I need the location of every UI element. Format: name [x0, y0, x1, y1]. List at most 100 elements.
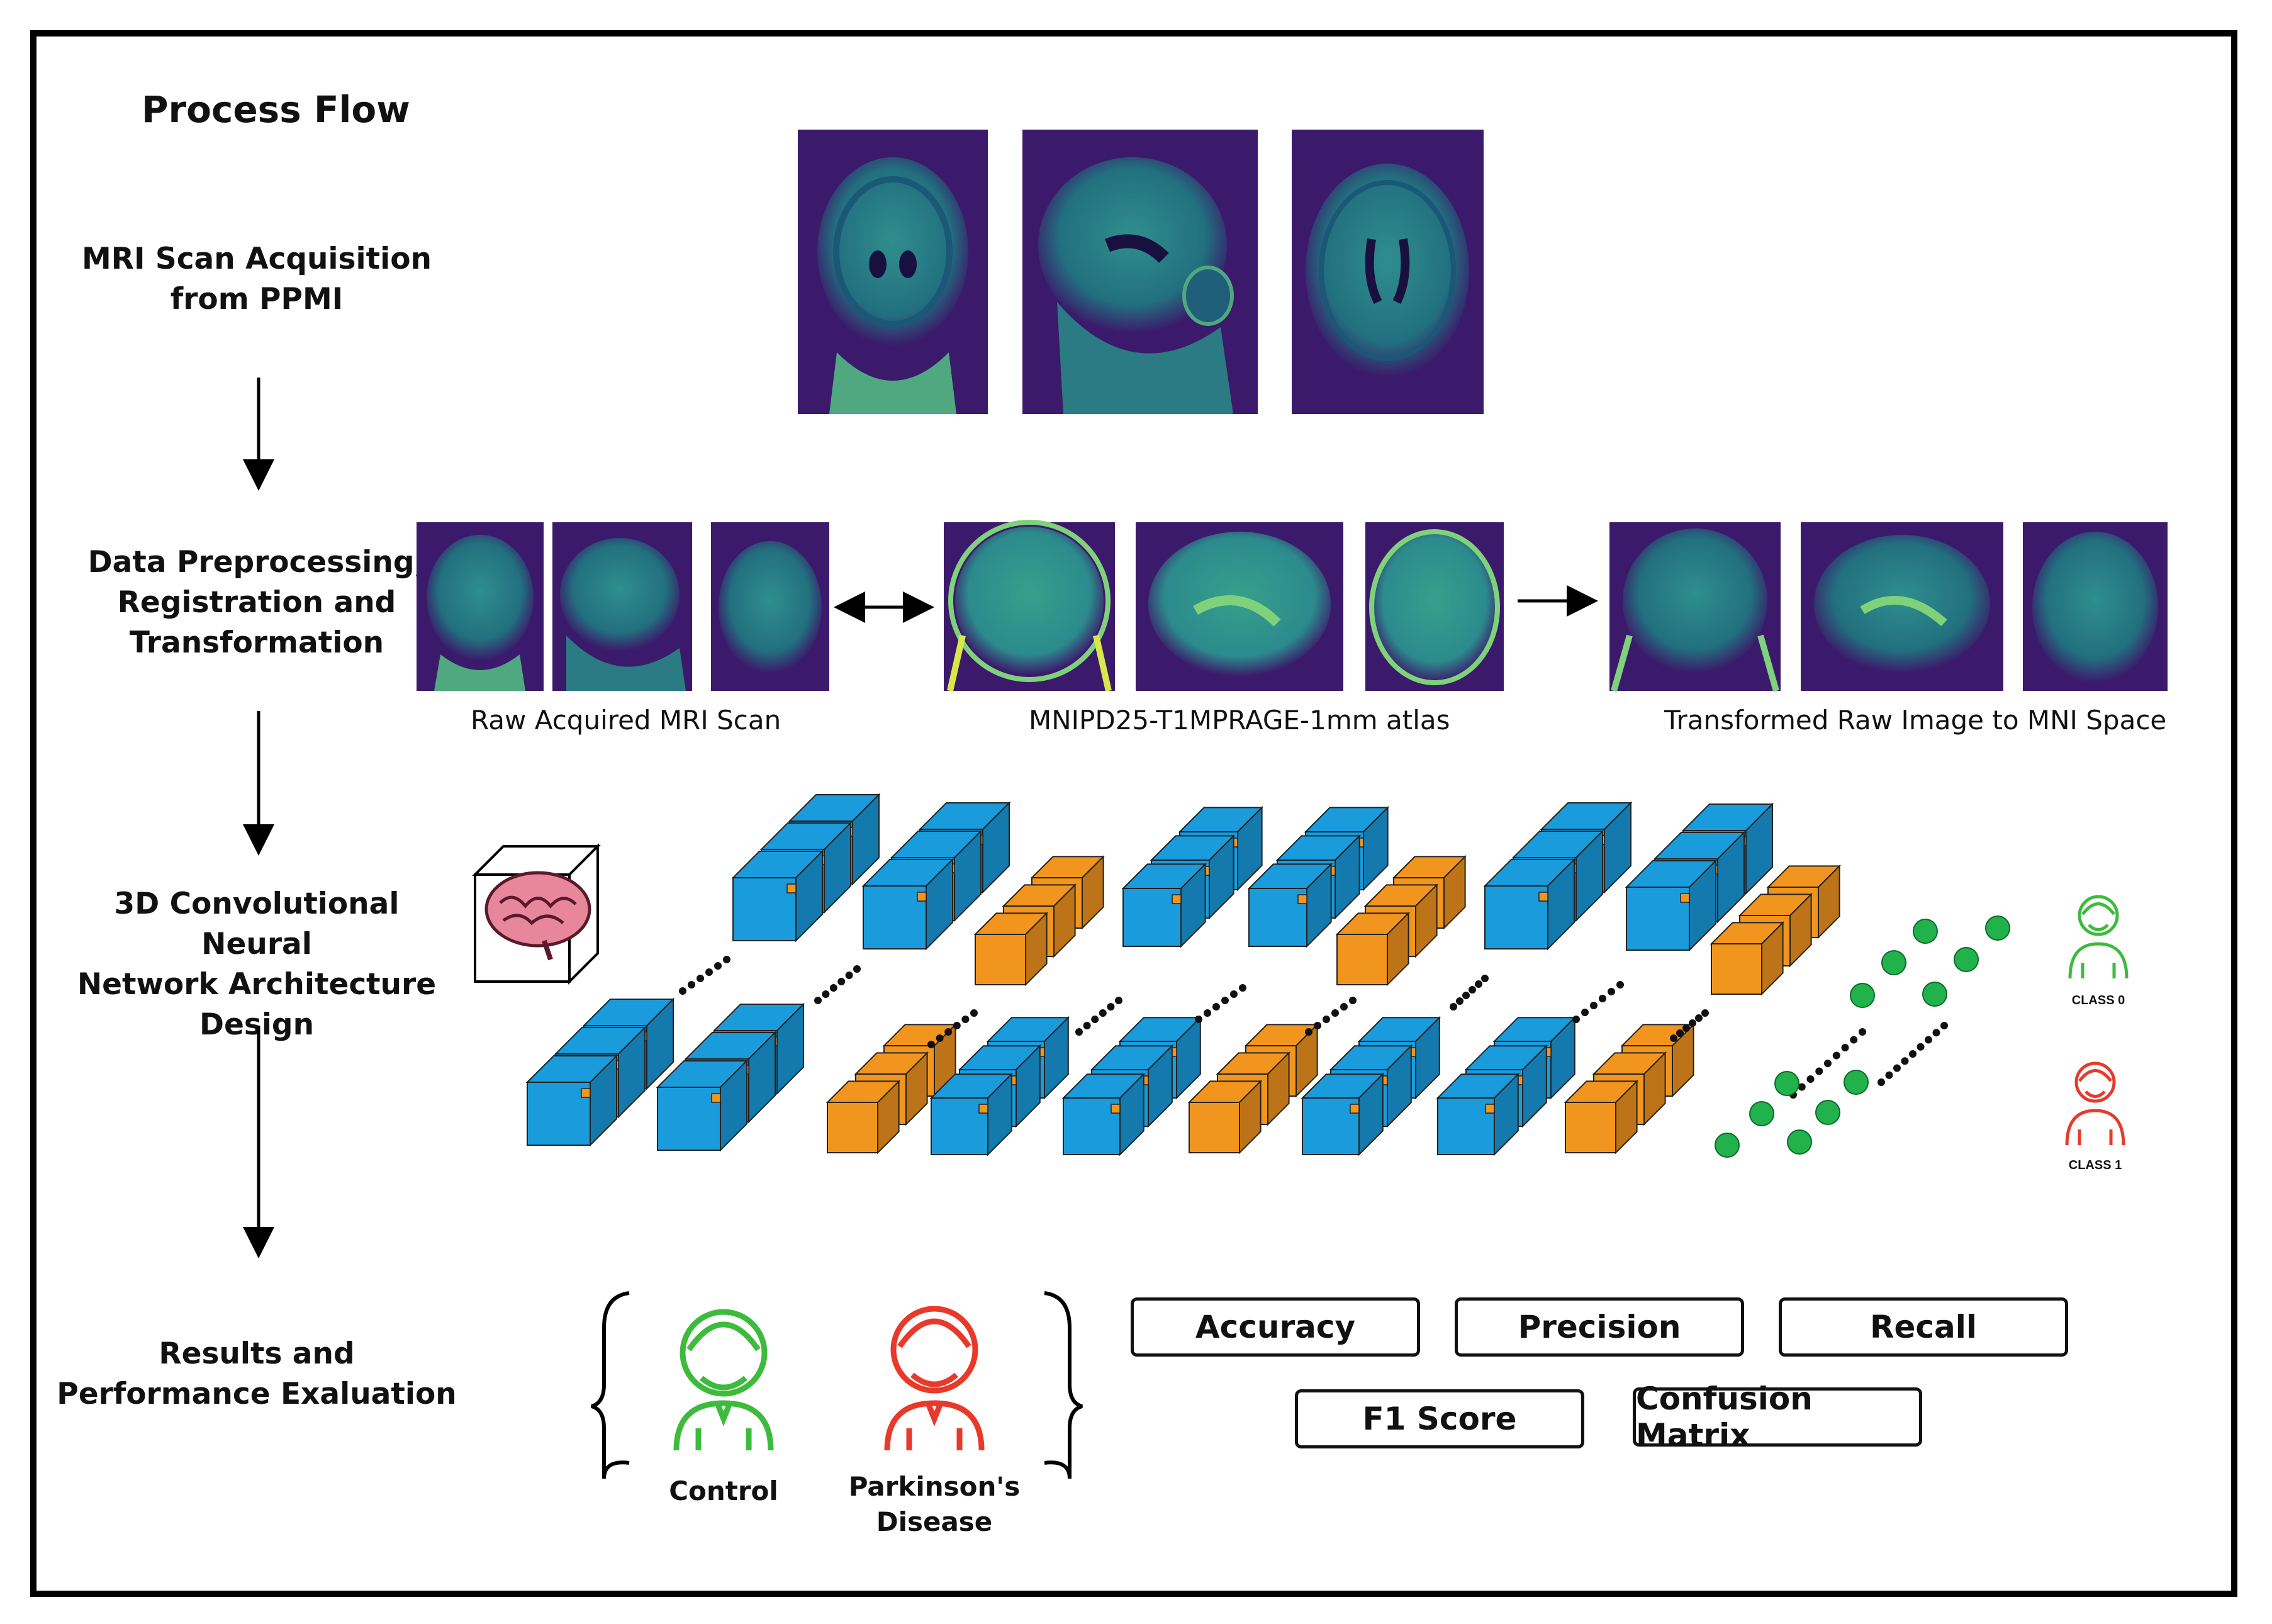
dots-2-5 — [853, 965, 861, 973]
step-cnn-line1: 3D Convolutional Neural — [114, 887, 400, 961]
step-preprocessing: Data Preprocessing, Registration and Tra… — [55, 542, 458, 663]
dots-10-6 — [1841, 1044, 1849, 1051]
metric-accuracy: Accuracy — [1131, 1297, 1420, 1357]
class0-person-icon — [2068, 895, 2129, 979]
parkinsons-label-line1: Parkinson's — [848, 1471, 1021, 1502]
dots-6-3 — [1331, 1009, 1339, 1017]
dots-9-1 — [1676, 1029, 1684, 1037]
figure-frame — [30, 30, 2237, 1597]
dots-10-4 — [1824, 1060, 1832, 1067]
dense-neuron-3 — [1850, 983, 1875, 1008]
dots-6-2 — [1323, 1016, 1330, 1023]
dots-4-3 — [1099, 1009, 1107, 1017]
dots-7-1 — [1456, 997, 1463, 1005]
control-label: Control — [669, 1476, 778, 1506]
dots-4-5 — [1115, 997, 1122, 1004]
dots-11-8 — [1940, 1022, 1948, 1029]
dots-2-2 — [829, 984, 837, 992]
dense-neuron-2 — [1774, 1071, 1799, 1096]
step-acquisition: MRI Scan Acquisition from PPMI — [55, 239, 458, 320]
dots-9-3 — [1689, 1019, 1696, 1027]
transformed-axial — [2023, 522, 2168, 691]
caption-raw: Raw Acquired MRI Scan — [471, 705, 781, 736]
conv-block-a-top-0 — [731, 849, 824, 943]
dots-7-4 — [1475, 980, 1482, 988]
transformed-sagittal — [1801, 522, 2003, 691]
raw-sagittal — [552, 522, 692, 691]
pool-block-b-top-0 — [1335, 911, 1411, 987]
dense-neuron-8 — [1844, 1070, 1869, 1095]
dots-6-0 — [1305, 1028, 1312, 1036]
pool-block-a-top-0 — [973, 911, 1049, 987]
dots-11-2 — [1893, 1064, 1901, 1072]
caption-atlas: MNIPD25-T1MPRAGE-1mm atlas — [1029, 705, 1450, 736]
dots-3-0 — [927, 1041, 935, 1048]
dots-1-2 — [697, 975, 704, 982]
dots-9-5 — [1701, 1009, 1709, 1017]
conv-block-c-bot-0 — [929, 1072, 1014, 1156]
dots-7-2 — [1462, 992, 1470, 999]
step-preprocessing-line3: Transformation — [129, 625, 384, 660]
step-acquisition-line1: MRI Scan Acquisition — [82, 242, 432, 276]
dots-1-0 — [679, 987, 686, 995]
class1-label: CLASS 1 — [2069, 1158, 2122, 1172]
conv-block-f-top-0 — [1625, 859, 1718, 952]
dots-9-0 — [1670, 1034, 1677, 1042]
dots-7-3 — [1469, 986, 1476, 994]
step-cnn-line3: Design — [199, 1007, 315, 1042]
metric-recall: Recall — [1779, 1297, 2068, 1357]
dots-1-1 — [688, 981, 695, 988]
step-preprocessing-line1: Data Preprocessing, — [87, 545, 426, 580]
dots-11-3 — [1901, 1057, 1909, 1065]
dots-7-5 — [1481, 975, 1489, 982]
dots-11-6 — [1925, 1036, 1932, 1044]
dots-4-2 — [1091, 1016, 1099, 1023]
conv-block-e-bot-0 — [1301, 1072, 1385, 1156]
dots-5-4 — [1230, 990, 1238, 998]
atlas-sagittal — [1136, 522, 1343, 691]
dots-11-1 — [1885, 1071, 1893, 1079]
right-brace — [1044, 1291, 1083, 1479]
dense-neuron-0 — [1715, 1133, 1740, 1158]
dots-5-1 — [1204, 1009, 1211, 1017]
dots-10-7 — [1850, 1036, 1858, 1044]
dots-10-2 — [1806, 1075, 1815, 1083]
dense-neuron-7 — [1815, 1100, 1840, 1125]
dots-4-0 — [1075, 1028, 1083, 1036]
conv-block-e-top-0 — [1483, 858, 1576, 951]
dots-3-2 — [944, 1028, 953, 1036]
dots-5-5 — [1239, 984, 1246, 992]
dense-neuron-1 — [1749, 1101, 1774, 1126]
conv-block-b-bot-0 — [656, 1059, 749, 1152]
dense-neuron-9 — [1922, 982, 1947, 1007]
class1-person-icon — [2065, 1061, 2125, 1146]
dots-8-4 — [1608, 988, 1615, 995]
mri-axial-top — [1292, 130, 1484, 414]
dots-4-1 — [1083, 1022, 1091, 1029]
dots-2-0 — [814, 997, 822, 1004]
dots-5-2 — [1212, 1003, 1220, 1011]
transformed-coronal — [1609, 522, 1781, 692]
metric-confusion-matrix: Confusion Matrix — [1633, 1380, 1922, 1453]
dots-11-0 — [1877, 1078, 1885, 1086]
dots-6-1 — [1314, 1022, 1321, 1029]
page-title: Process Flow — [142, 88, 410, 131]
dots-9-4 — [1695, 1014, 1703, 1022]
metric-precision: Precision — [1455, 1297, 1744, 1357]
conv-block-d-bot-0 — [1061, 1072, 1146, 1156]
dense-neuron-6 — [1787, 1129, 1812, 1155]
dots-5-3 — [1221, 997, 1229, 1004]
step-cnn-design: 3D Convolutional Neural Network Architec… — [55, 884, 458, 1045]
parkinsons-label-line2: Disease — [876, 1506, 993, 1537]
dense-neuron-11 — [1985, 916, 2010, 941]
left-brace — [591, 1291, 630, 1479]
dots-1-5 — [723, 956, 730, 963]
dots-9-2 — [1682, 1024, 1690, 1032]
dots-7-0 — [1450, 1003, 1457, 1011]
metric-f1-score: F1 Score — [1295, 1389, 1584, 1448]
step-cnn-line2: Network Architecture — [77, 967, 437, 1002]
raw-axial — [711, 522, 829, 691]
pool-block-a-bot-0 — [825, 1079, 901, 1155]
dots-6-4 — [1340, 1003, 1348, 1011]
